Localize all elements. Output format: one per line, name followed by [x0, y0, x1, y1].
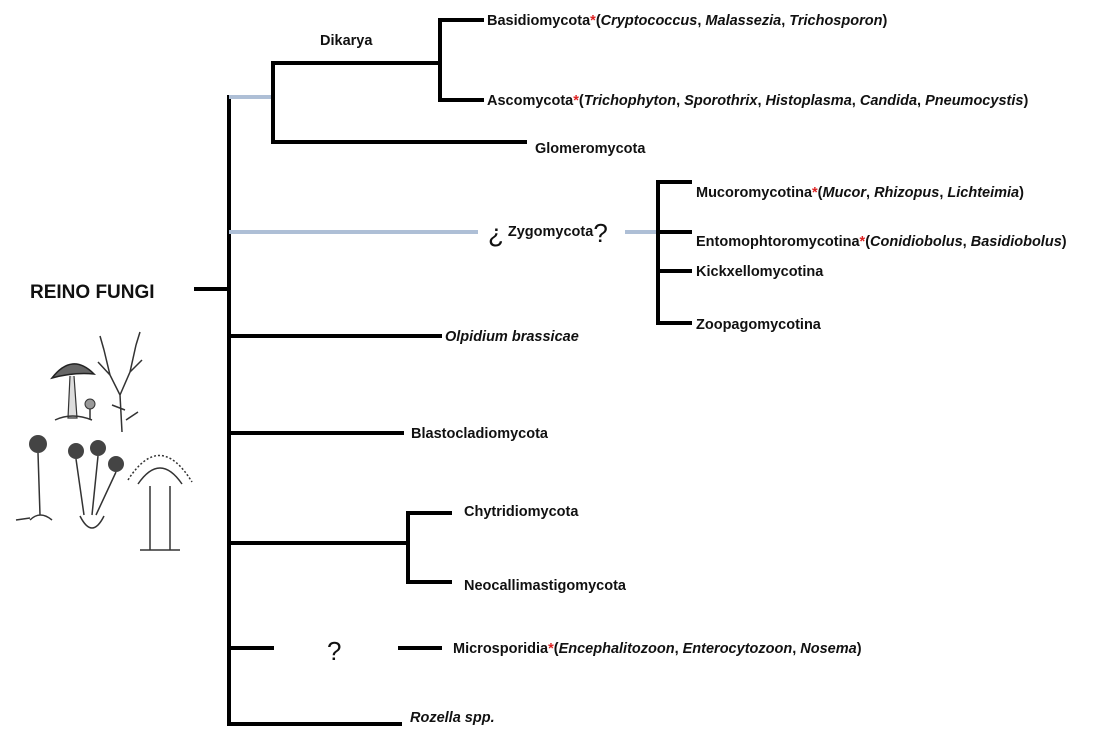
label-microsporidia: Microsporidia*(Encephalitozoon, Enterocy… [453, 641, 862, 657]
pathogen-marker: * [812, 185, 818, 201]
conidiophore-icon [127, 454, 193, 551]
microsporidia-question-mark: ? [327, 636, 341, 666]
pathogen-marker: * [590, 13, 596, 29]
pathogen-marker: * [548, 641, 554, 657]
label-dikarya: Dikarya [320, 33, 373, 49]
root-label: REINO FUNGI [30, 282, 155, 303]
label-blastocladiomycota: Blastocladiomycota [411, 426, 549, 442]
pathogen-marker: * [573, 93, 579, 109]
mushroom-icon [50, 363, 97, 421]
label-mucoromycotina: Mucoromycotina*(Mucor, Rhizopus, Lichtei… [696, 185, 1024, 201]
label-chytridiomycota: Chytridiomycota [464, 504, 579, 520]
label-zoopagomycotina: Zoopagomycotina [696, 317, 822, 333]
label-entomophtoromycotina: Entomophtoromycotina*(Conidiobolus, Basi… [696, 234, 1067, 250]
label-olpidium: Olpidium brassicae [445, 329, 579, 345]
label-rozella: Rozella spp. [410, 710, 495, 726]
label-kickxellomycotina: Kickxellomycotina [696, 264, 824, 280]
label-glomeromycota: Glomeromycota [535, 141, 646, 157]
branching-hypha-icon [97, 331, 143, 433]
label-basidiomycota: Basidiomycota*(Cryptococcus, Malassezia,… [487, 13, 887, 29]
label-zygomycota: ¿Zygomycota? [488, 218, 608, 248]
pathogen-marker: * [860, 234, 866, 250]
label-neocallimastigomycota: Neocallimastigomycota [464, 578, 627, 594]
sporangium-icon [15, 435, 124, 529]
label-ascomycota: Ascomycota*(Trichophyton, Sporothrix, Hi… [487, 93, 1028, 109]
